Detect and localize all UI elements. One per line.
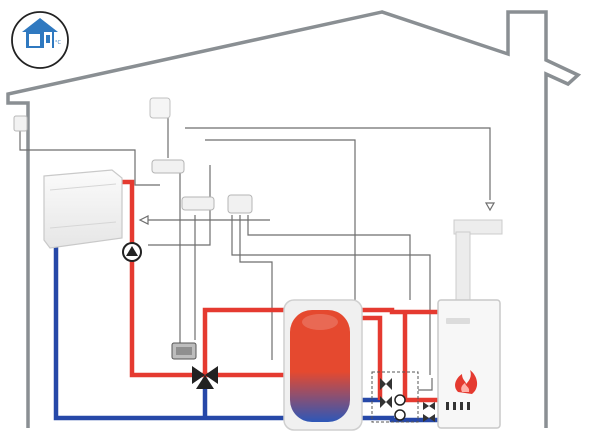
house-outline: [6, 10, 582, 428]
boiler-logo-icon: [446, 402, 470, 410]
storage-tank: [283, 299, 363, 431]
mixing-valve: [171, 342, 218, 389]
celsius-label-left: °C: [30, 39, 38, 46]
flow-pipes: [116, 179, 438, 403]
hydraulic-group: [371, 371, 435, 423]
circulation-pump: [122, 242, 142, 262]
room-thermostat: [149, 97, 171, 119]
boiler: [437, 219, 503, 429]
controller-modules: [151, 159, 253, 214]
flame-icon: [455, 370, 478, 394]
radiator: [43, 169, 123, 249]
house-thermostat-icon: [22, 18, 58, 48]
outdoor-sensor: [13, 115, 28, 132]
signal-wires: [19, 118, 491, 391]
celsius-label-right: °C: [55, 40, 62, 46]
heating-badge: °C °C: [11, 11, 69, 69]
